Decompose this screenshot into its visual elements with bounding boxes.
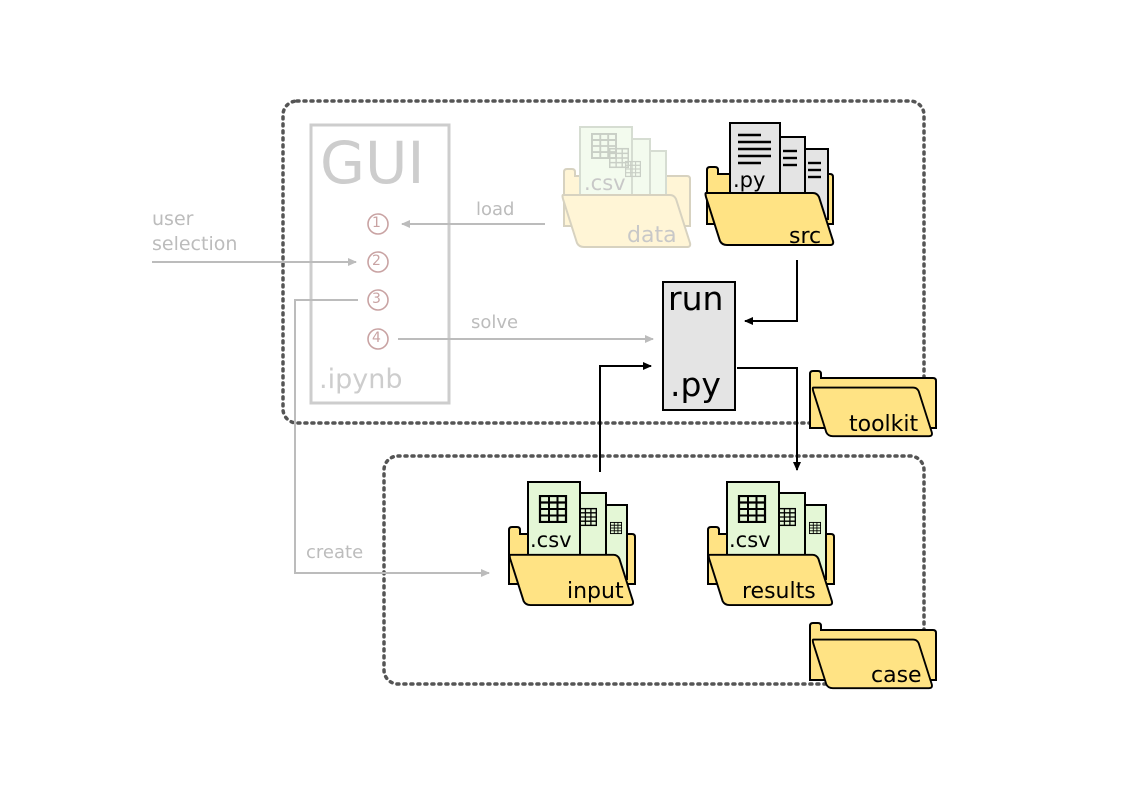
gui-edges	[152, 220, 654, 577]
input-folder-label: input	[567, 579, 624, 604]
run-py-extension: .py	[670, 365, 721, 404]
results-folder-label: results	[742, 579, 816, 604]
src-folder[interactable]	[704, 122, 835, 246]
data-folder[interactable]	[561, 126, 692, 248]
step-4-circle[interactable]	[367, 328, 389, 350]
input-folder[interactable]	[508, 481, 636, 607]
step-4-label: 4	[372, 330, 381, 346]
run-py-file[interactable]	[662, 281, 736, 411]
user-selection-label-line1: user	[152, 208, 194, 230]
step-3-label: 3	[372, 291, 381, 307]
src-to-run-arrow	[744, 260, 798, 325]
step-1-circle[interactable]	[367, 213, 389, 235]
run-py-name: run	[668, 279, 724, 318]
case-boundary	[382, 454, 926, 686]
toolkit-folder-label: toolkit	[849, 412, 919, 437]
user-selection-label-line2: selection	[152, 233, 238, 255]
src-folder-label: src	[789, 224, 822, 249]
create-label: create	[306, 542, 364, 563]
data-file-ext: .csv	[584, 171, 626, 195]
load-label: load	[476, 199, 515, 220]
run-to-results-arrow	[737, 367, 801, 471]
run-edges	[599, 260, 801, 472]
step-3-circle[interactable]	[367, 289, 389, 311]
results-folder[interactable]	[707, 481, 835, 607]
step-2-label: 2	[372, 253, 381, 269]
src-file-ext: .py	[733, 168, 766, 192]
create-arrow	[294, 299, 490, 577]
gui-extension: .ipynb	[319, 364, 403, 395]
case-folder-label: case	[871, 663, 922, 688]
input-file-ext: .csv	[530, 528, 572, 552]
results-file-ext: .csv	[729, 528, 771, 552]
data-folder-label: data	[627, 223, 677, 248]
solve-label: solve	[471, 312, 519, 333]
gui-panel	[309, 123, 451, 405]
input-to-run-arrow	[599, 362, 652, 472]
step-1-label: 1	[372, 215, 381, 231]
gui-title: GUI	[320, 129, 425, 197]
step-2-circle[interactable]	[367, 251, 389, 273]
gui-steps	[367, 213, 389, 350]
